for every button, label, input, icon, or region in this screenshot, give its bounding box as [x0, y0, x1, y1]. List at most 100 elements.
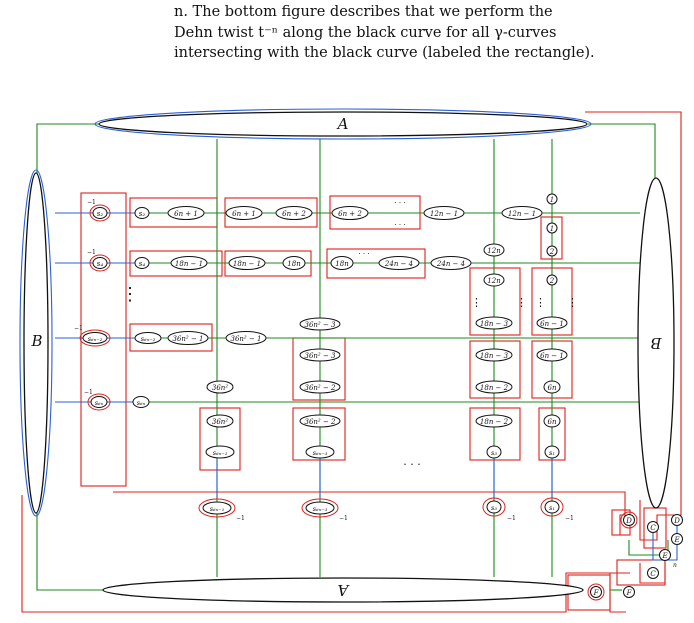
node-s6n-label: s₆ₙ	[95, 399, 104, 407]
node-36n2-2-a	[299, 380, 341, 394]
node-1-box	[546, 222, 558, 234]
node-row2-s4-copy-label: s₄	[139, 260, 146, 268]
node-row1-d	[331, 206, 369, 220]
node-6n-1-b	[536, 348, 568, 362]
green-curve-left-top	[36, 123, 100, 185]
node-row3-s-copy-label: s₆ₙ₋₂	[141, 335, 156, 343]
node-6n-b-label: 6n	[548, 418, 557, 426]
red-rect-left-column	[80, 192, 127, 487]
red-circle-s6n-2	[79, 329, 111, 347]
red-box-C-E	[616, 559, 666, 586]
node-F-right-label: F	[626, 589, 633, 597]
twist-mark-n: n	[673, 562, 677, 569]
node-18n-2-b-label: 18n − 2	[480, 418, 509, 426]
node-row2-c-label: 18n	[287, 260, 301, 268]
node-row2-b	[228, 256, 266, 270]
label-B-right: B	[650, 334, 662, 352]
node-s1-box-label: s₁	[549, 449, 555, 457]
node-row2-d-label: 18n	[335, 260, 349, 268]
red-frames	[21, 111, 682, 613]
blue-curve-around-A	[94, 108, 592, 140]
node-s6n-3-bottom	[305, 501, 335, 515]
node-row2-s4-copy	[134, 257, 150, 269]
node-E-right-label: E	[673, 536, 679, 544]
node-2-b	[546, 274, 558, 286]
twist-mark-col4: −1	[565, 515, 574, 522]
node-C-bottom	[647, 567, 659, 579]
node-row3-a	[167, 331, 209, 345]
blue-curves	[19, 108, 678, 561]
node-36n2-3-top	[299, 317, 341, 331]
twist-mark-row4: −1	[84, 389, 93, 396]
node-s6n	[90, 396, 108, 408]
node-s3-bottom-label: s₃	[491, 504, 497, 512]
node-2-a	[546, 245, 558, 257]
caption: n. The bottom figure describes that we p…	[174, 2, 654, 64]
twist-mark-col1: −1	[236, 515, 245, 522]
node-18n-3-a-label: 18n − 3	[480, 320, 509, 328]
bottom-right-nodes: D C D E E n C F F	[587, 511, 683, 601]
node-row2-c	[282, 256, 306, 270]
node-row1-e	[423, 206, 465, 220]
node-s6n-3-box-label: s₆ₙ₋₃	[313, 449, 328, 457]
red-box-36n2	[199, 407, 241, 471]
node-row2-f	[430, 256, 472, 270]
node-s1-bottom-label: s₁	[549, 504, 555, 512]
vdots-col3-a: ⋮	[471, 296, 482, 309]
twist-mark-row3: −1	[74, 325, 83, 332]
node-s6n-1-bottom-label: s₆ₙ₋₁	[210, 505, 225, 513]
node-12n-a-label: 12n	[487, 247, 501, 255]
label-B-left: B	[30, 332, 42, 350]
node-36n2-3-box	[299, 348, 341, 362]
node-2-b-label: 2	[549, 277, 555, 285]
node-36n2-top	[206, 380, 234, 394]
node-row2-f-label: 24n − 4	[436, 260, 465, 268]
column-2: 36n² − 3 36n² − 3 36n² − 2 36n² − 2 s₆ₙ₋…	[299, 317, 348, 522]
dots-row1-bottom: · · ·	[394, 221, 405, 229]
vdots-left: ⋮	[121, 284, 139, 305]
node-12n-a	[483, 243, 505, 257]
caption-line-3: intersecting with the black curve (label…	[174, 45, 595, 61]
red-box-36n2-2	[292, 407, 346, 461]
red-frame-top-right	[585, 111, 682, 541]
node-E-right	[671, 533, 683, 545]
node-E-middle	[659, 549, 671, 561]
blue-curve-around-B	[19, 169, 53, 517]
node-F-right	[623, 586, 635, 598]
node-D-right	[671, 514, 683, 526]
red-frame-bottom	[113, 491, 626, 535]
node-s3-box-label: s₃	[491, 449, 497, 457]
row-1: s₂ −1 s₂ 6n + 1 6n + 1 6n + 2 6n + 2 · ·…	[87, 199, 543, 229]
node-2-a-label: 2	[549, 248, 555, 256]
red-circle-s6n-1	[198, 498, 236, 518]
node-6n-1-a-label: 6n − 1	[540, 320, 564, 328]
column-4: 1 1 2 2 ⋮ ⋮ 6n − 1 6n − 1 6n 6n s₁ s₁ −1	[535, 193, 578, 522]
twist-mark-row2: −1	[87, 249, 96, 256]
red-circle-s2	[89, 204, 111, 222]
node-18n-3-a	[475, 316, 513, 330]
node-C-bottom-label: C	[650, 570, 656, 578]
node-row1-b	[225, 206, 263, 220]
node-18n-3-b-label: 18n − 3	[480, 352, 509, 360]
red-box-12n	[469, 267, 521, 336]
node-36n2-2-b-label: 36n² − 2	[305, 418, 337, 426]
node-36n2-3-box-label: 36n² − 3	[305, 352, 337, 360]
node-1-box-label: 1	[550, 225, 554, 233]
dots-middle: · · ·	[403, 458, 420, 471]
node-s2-label: s₂	[97, 210, 104, 218]
vdots-col3-b: ⋮	[516, 296, 527, 309]
node-row2-e	[378, 256, 420, 270]
node-36n2-3-top-label: 36n² − 3	[305, 321, 337, 329]
node-1-top	[546, 193, 558, 205]
column-1: 36n² 36n² s₆ₙ₋₁ s₆ₙ₋₁ −1	[198, 380, 245, 522]
node-s3-bottom	[486, 500, 502, 514]
node-row2-d	[330, 256, 354, 270]
vdots-col4-b: ⋮	[567, 296, 578, 309]
green-curve-D	[628, 540, 669, 556]
red-circle-F	[587, 583, 605, 601]
node-6n-b	[543, 414, 561, 428]
node-F-left-label: F	[593, 589, 600, 597]
green-curve-right-top	[588, 123, 656, 185]
node-F-left	[590, 586, 602, 598]
